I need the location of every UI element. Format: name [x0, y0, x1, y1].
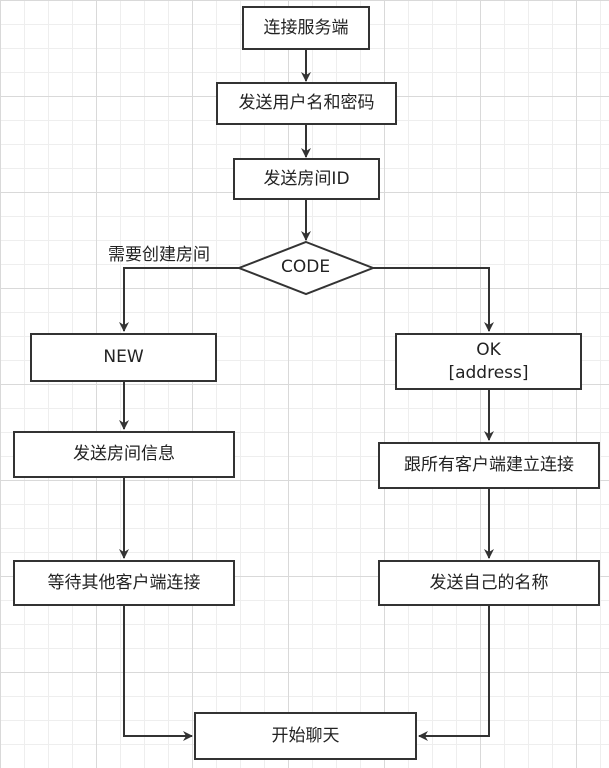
node-send-room-info: 发送房间信息	[13, 431, 235, 478]
node-start-chat-label: 开始聊天	[271, 725, 340, 746]
node-send-own-name: 发送自己的名称	[378, 560, 600, 606]
decision-diamond-shape	[236, 240, 376, 296]
label-need-create-room: 需要创建房间	[108, 245, 210, 265]
node-wait-other-clients: 等待其他客户端连接	[13, 560, 235, 606]
node-connect-all-clients-label: 跟所有客户端建立连接	[404, 455, 574, 476]
node-start-chat: 开始聊天	[194, 712, 417, 760]
node-send-credentials: 发送用户名和密码	[216, 82, 397, 125]
node-new: NEW	[30, 333, 217, 382]
edge-code-to-new	[119, 267, 239, 332]
node-send-credentials-label: 发送用户名和密码	[238, 93, 375, 114]
node-ok-label: OK	[476, 339, 501, 360]
node-connect-server-label: 连接服务端	[263, 17, 349, 38]
node-address-label: [address]	[448, 362, 529, 383]
edge-wait-to-startchat	[123, 606, 193, 741]
node-send-own-name-label: 发送自己的名称	[429, 572, 549, 593]
edge-sendname-to-startchat	[418, 606, 490, 741]
node-connect-server: 连接服务端	[242, 6, 370, 50]
node-send-room-id-label: 发送房间ID	[263, 168, 350, 189]
node-new-label: NEW	[103, 347, 144, 368]
node-ok-address: OK [address]	[395, 333, 582, 390]
node-wait-other-clients-label: 等待其他客户端连接	[47, 572, 201, 593]
decision-code-label: CODE	[281, 257, 331, 277]
node-send-room-info-label: 发送房间信息	[73, 444, 175, 465]
node-send-room-id: 发送房间ID	[233, 158, 380, 200]
node-connect-all-clients: 跟所有客户端建立连接	[378, 442, 600, 489]
edge-code-to-ok	[373, 267, 494, 332]
